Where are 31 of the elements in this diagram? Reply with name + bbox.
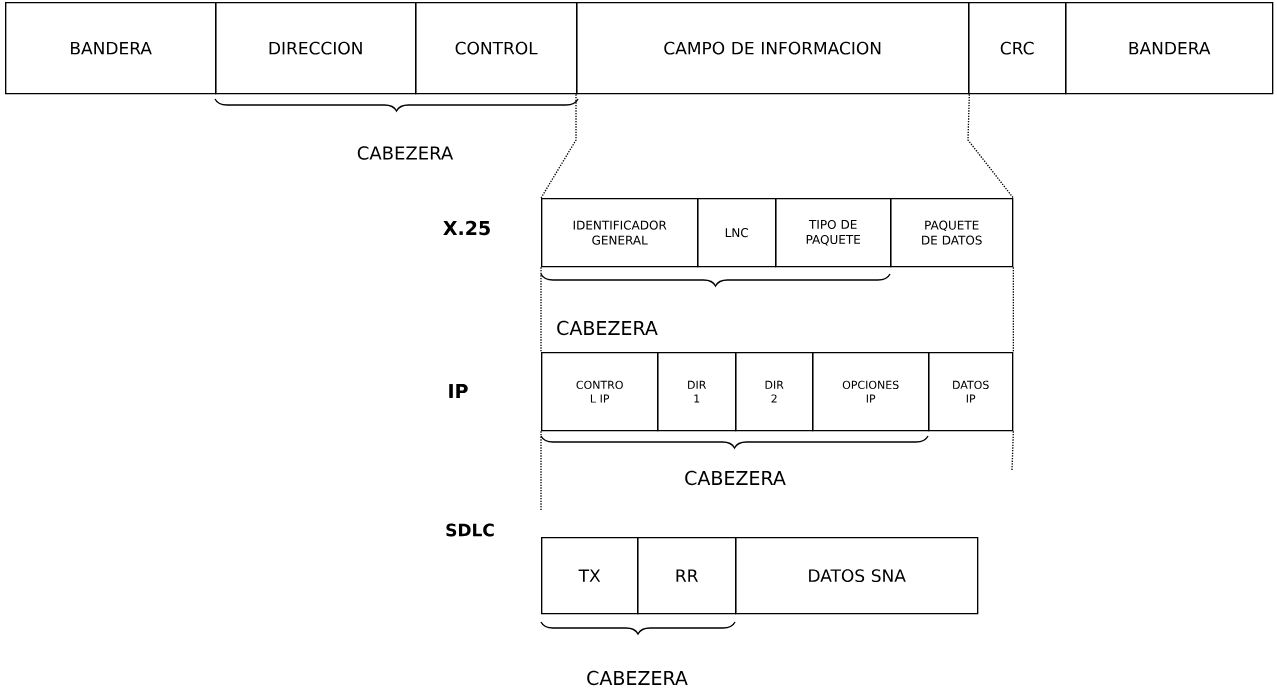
field-cell: LNC [697,198,777,268]
projection-line [1011,430,1014,471]
field-cell: DIR 1 [657,352,737,432]
field-cell: IDENTIFICADOR GENERAL [541,198,699,268]
header-label: CABEZERA [557,320,658,336]
field-cell: PAQUETE DE DATOS [890,198,1014,268]
field-cell: TIPO DE PAQUETE [775,198,892,268]
field-cell: TX [541,537,639,615]
field-cell: CONTRO L IP [541,352,659,432]
projection-line [540,93,577,199]
projection-line [540,430,542,511]
header-label: CABEZERA [357,146,454,160]
projection-line [967,93,1014,199]
field-cell: BANDERA [1065,2,1274,95]
header-label: CABEZERA [587,670,688,686]
field-cell: OPCIONES IP [812,352,930,432]
field-cell: CONTROL [415,2,578,95]
projection-line [540,266,542,353]
header-label: CABEZERA [685,470,786,486]
field-cell: RR [637,537,737,615]
protocol-label: SDLC [446,523,494,537]
protocol-label: IP [449,384,468,398]
field-cell: DIRECCION [215,2,417,95]
field-cell: DIR 2 [735,352,814,432]
field-cell: CAMPO DE INFORMACION [576,2,970,95]
projection-line [1012,266,1014,353]
field-cell: DATOS IP [928,352,1014,432]
protocol-label: X.25 [443,220,490,236]
field-cell: CRC [968,2,1067,95]
field-cell: BANDERA [5,2,217,95]
field-cell: DATOS SNA [735,537,979,615]
